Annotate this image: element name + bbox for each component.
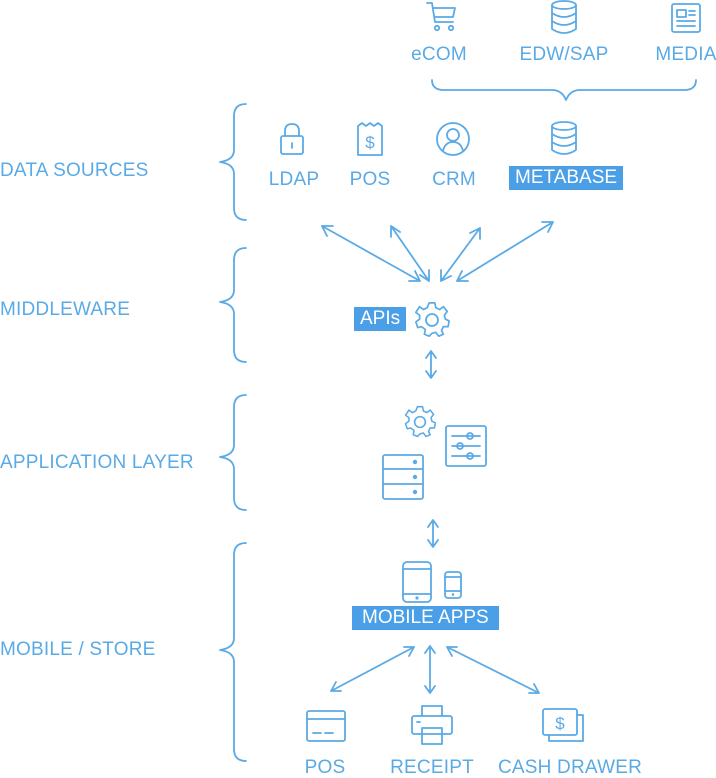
data-source-metabase: METABASE [509, 166, 624, 190]
store-receipt: RECEIPT [390, 757, 474, 778]
phone-icon [444, 571, 462, 599]
layer-label-middleware: MIDDLEWARE [0, 299, 131, 320]
top-source-media: MEDIA [655, 44, 716, 65]
layer-label-application: APPLICATION LAYER [0, 452, 194, 473]
mobile-apps-label: MOBILE APPS [352, 606, 499, 630]
top-source-ecom: eCOM [411, 44, 467, 65]
gear-icon [404, 405, 437, 438]
user-icon [436, 122, 470, 156]
data-source-ldap: LDAP [268, 169, 320, 190]
sliders-icon [445, 425, 487, 467]
layer-label-mobile-store: MOBILE / STORE [0, 639, 156, 660]
store-pos: POS [304, 757, 346, 778]
database-icon [551, 121, 577, 155]
receipt-dollar-icon: $ [357, 122, 383, 156]
svg-text:$: $ [555, 714, 565, 733]
printer-icon [411, 705, 453, 745]
svg-text:$: $ [365, 133, 375, 152]
top-source-edw-sap: EDW/SAP [519, 44, 609, 65]
brace-data-sources [219, 103, 247, 221]
database-icon [551, 0, 577, 34]
store-cash-drawer: CASH DRAWER [497, 757, 643, 778]
brace-middleware [219, 247, 247, 363]
layer-label-data-sources: DATA SOURCES [0, 160, 149, 181]
gear-icon [414, 302, 450, 338]
lock-icon [280, 123, 304, 155]
brace-mobile-store [219, 542, 247, 762]
card-icon [306, 710, 346, 742]
data-source-crm: CRM [432, 169, 476, 190]
server-icon [382, 454, 424, 500]
cash-icon: $ [542, 708, 584, 742]
apis-label: APIs [354, 307, 407, 331]
tablet-icon [402, 561, 432, 603]
cart-icon [426, 2, 456, 32]
brace-top-sources [431, 79, 697, 101]
newspaper-icon [671, 3, 701, 33]
brace-application [219, 394, 247, 511]
data-source-pos: POS [349, 169, 391, 190]
